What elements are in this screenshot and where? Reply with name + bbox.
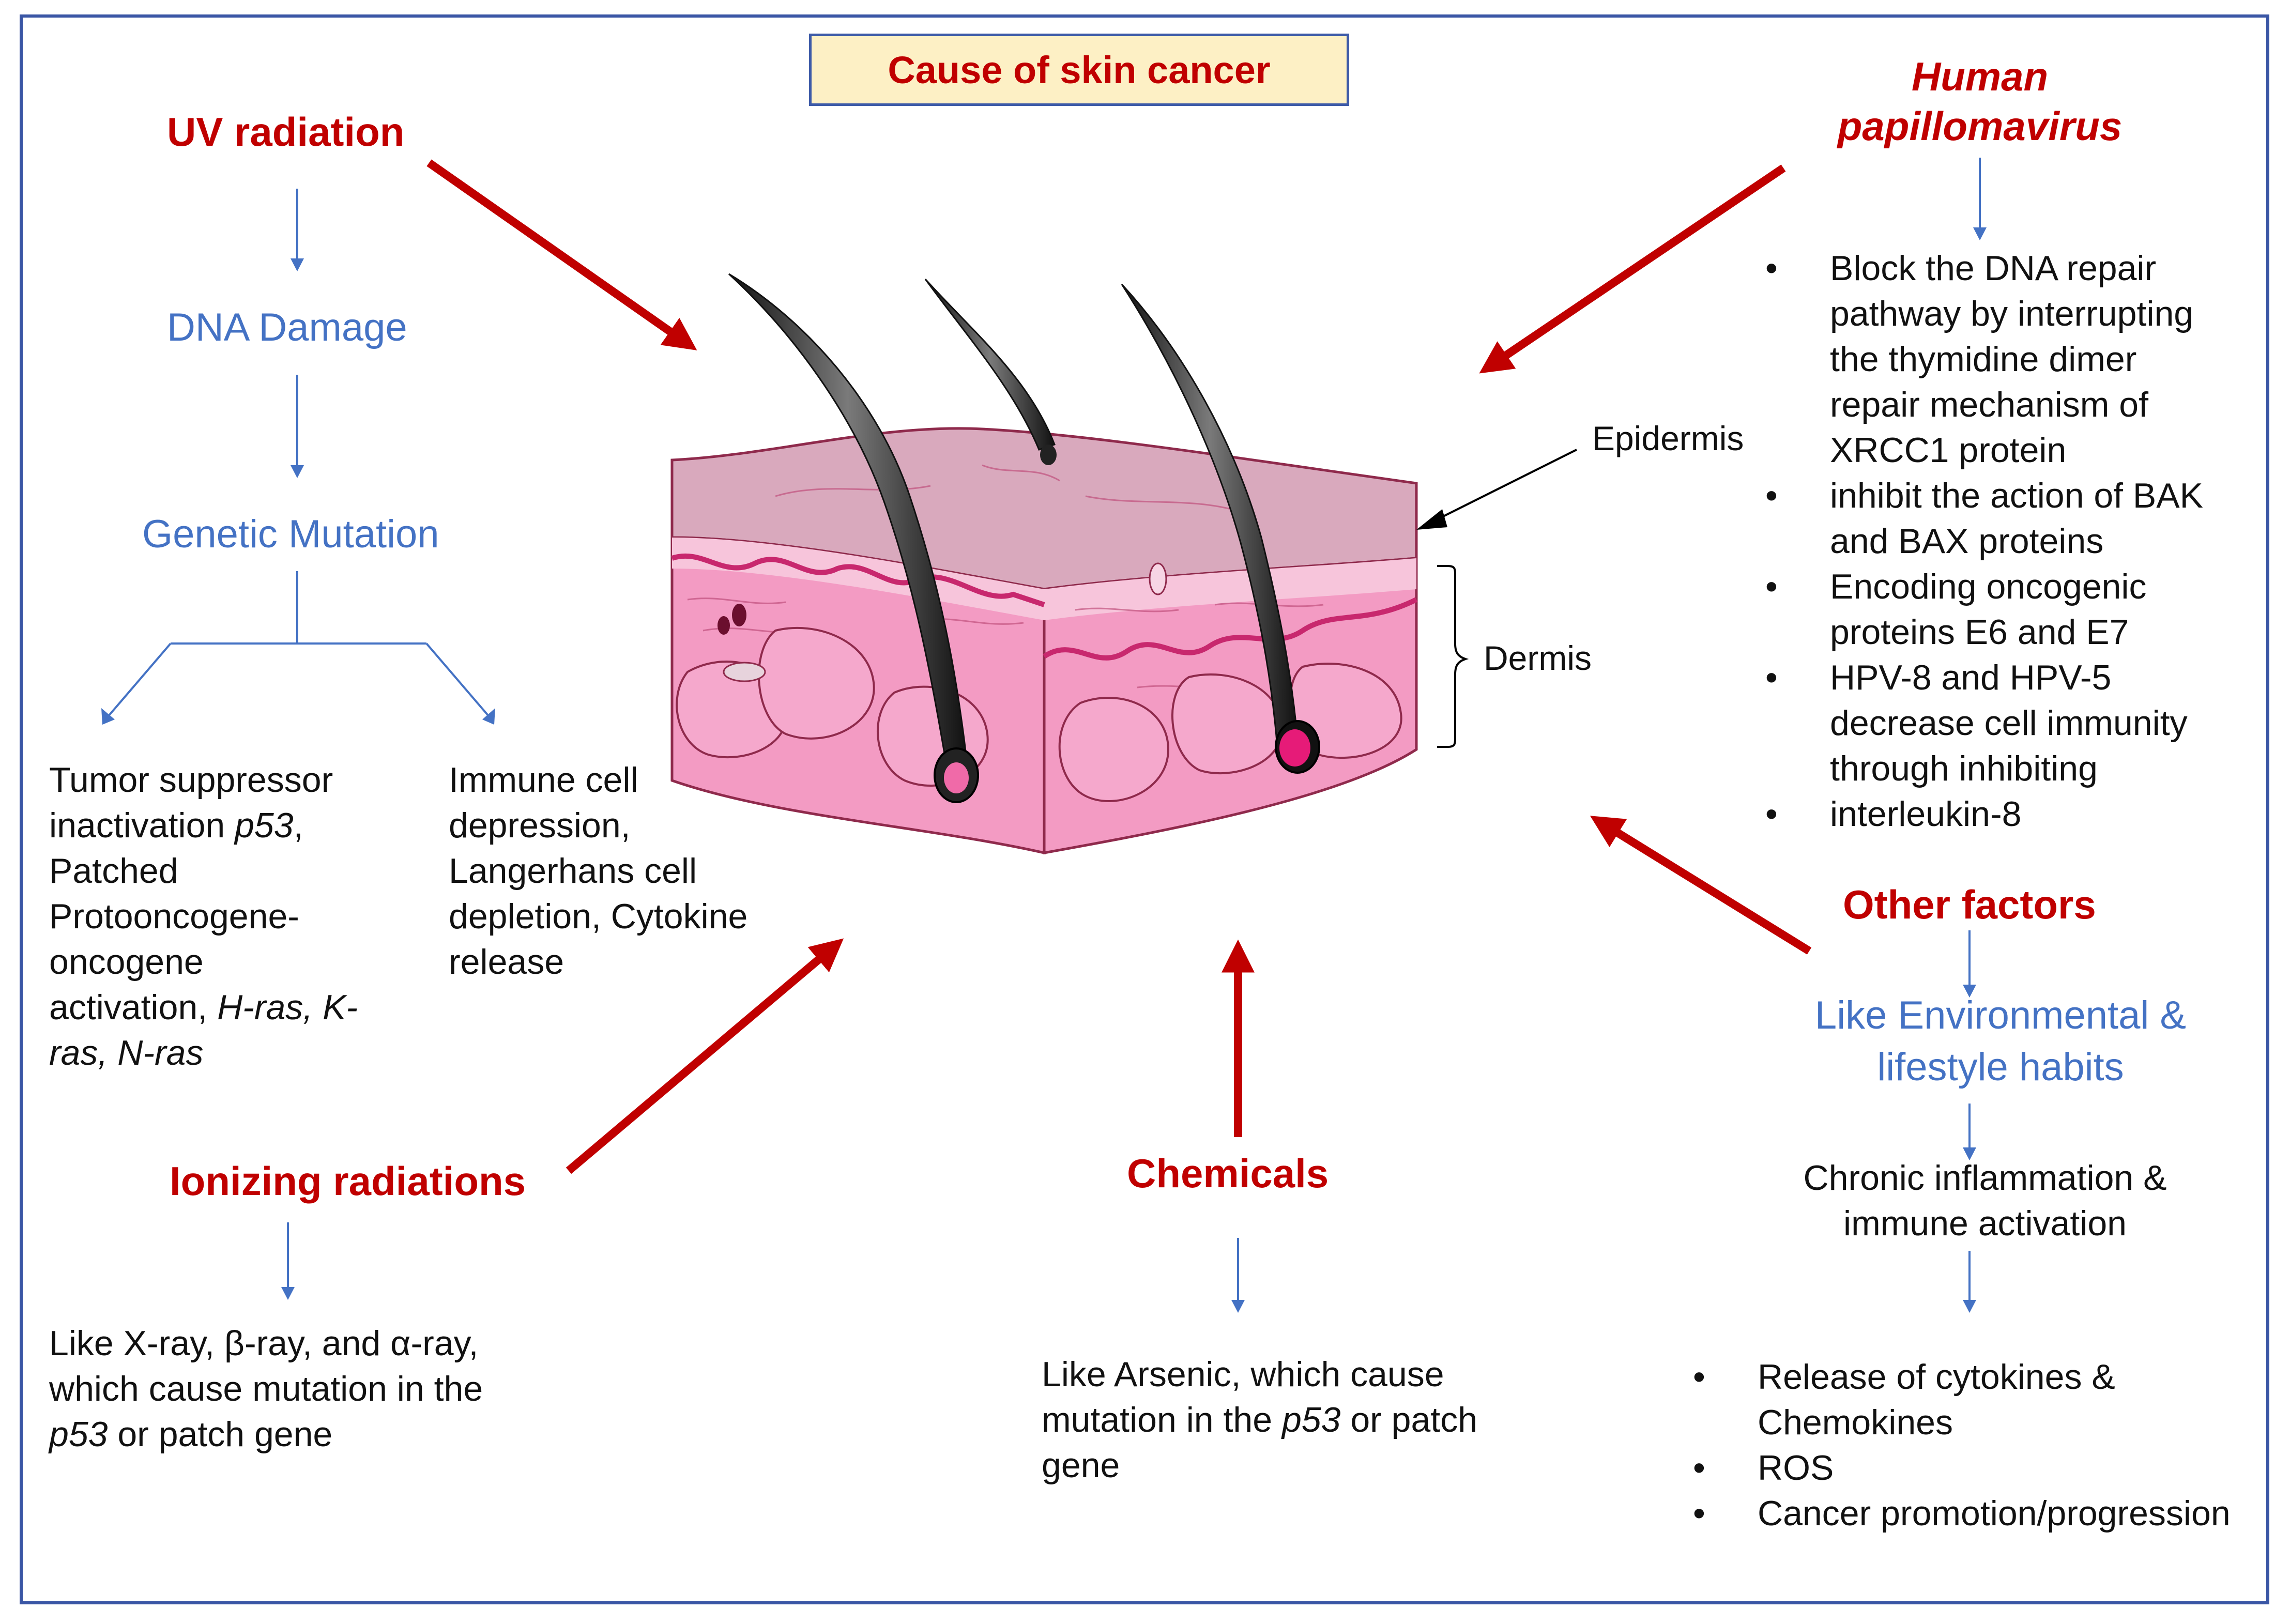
uv-heading: UV radiation (167, 109, 405, 155)
uv-immune-cell-text: Immune cell depression, Langerhans cell … (449, 760, 748, 982)
dermis-label: Dermis (1484, 639, 1592, 677)
other-bullet: ROS (1693, 1445, 2267, 1491)
uv-step-genetic-mutation: Genetic Mutation (142, 512, 439, 556)
diagram-frame (20, 14, 2269, 1604)
other-step-environment: Like Environmental & lifestyle habits (1814, 993, 2187, 1089)
other-effects-list: Release of cytokines &Chemokines ROS Can… (1693, 1354, 2267, 1536)
diagram-title: Cause of skin cancer (809, 34, 1349, 106)
arrow-uv (426, 159, 697, 350)
other-step-inflammation: Chronic inflammation & immune activation (1803, 1158, 2167, 1243)
arrow-other (1590, 816, 1812, 955)
uv-tumor-suppressor-text: Tumor suppressor inactivation p53, Patch… (49, 760, 358, 1073)
hpv-bullet: interleukin-8 (1765, 791, 2262, 837)
arrow-hpv (1479, 164, 1786, 374)
ionizing-heading: Ionizing radiations (170, 1158, 526, 1204)
epidermis-label: Epidermis (1592, 419, 1744, 457)
other-bullet: Release of cytokines &Chemokines (1693, 1354, 2267, 1445)
other-factors-heading: Other factors (1843, 882, 2096, 927)
arrow-ionizing (566, 938, 844, 1174)
uv-step-dna-damage: DNA Damage (167, 305, 407, 349)
hpv-heading: Human papillomavirus (1837, 54, 2123, 149)
chemicals-heading: Chemicals (1127, 1151, 1329, 1196)
ionizing-text: Like X-ray, β-ray, and α-ray, which caus… (49, 1324, 483, 1454)
chemicals-text: Like Arsenic, which cause mutation in th… (1042, 1355, 1478, 1485)
other-bullet: Cancer promotion/progression (1693, 1491, 2267, 1536)
hair-follicles (728, 273, 1320, 803)
